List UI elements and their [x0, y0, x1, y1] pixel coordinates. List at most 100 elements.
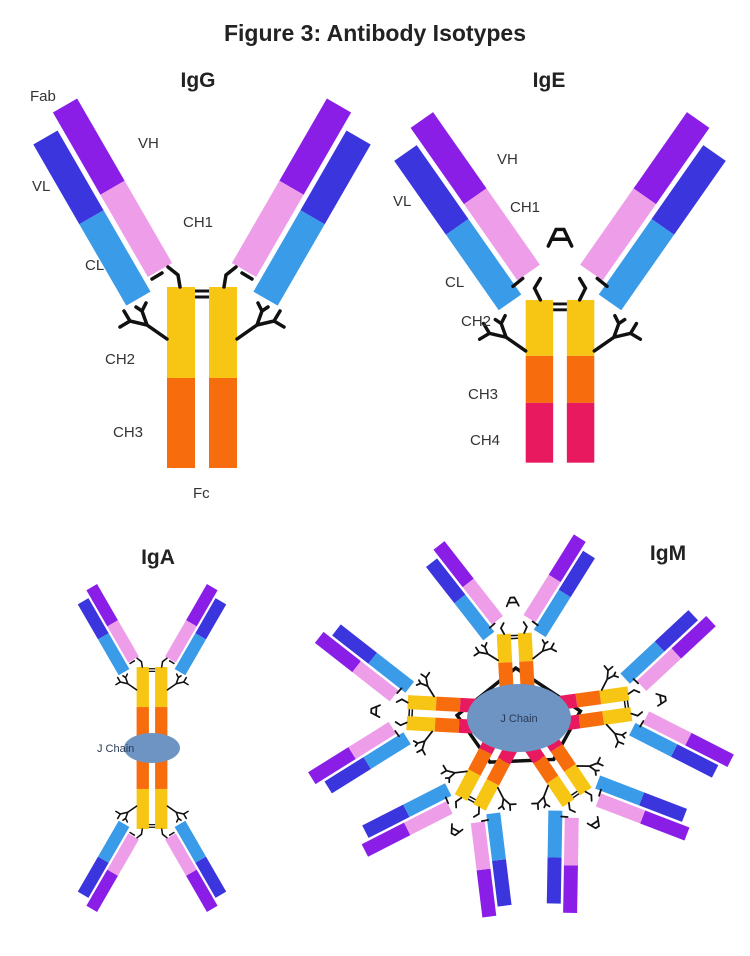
igm-2-glycan-left — [600, 665, 619, 691]
igm-3-left-vl-domain — [639, 792, 688, 822]
iga-top-left-cl-domain — [98, 633, 130, 676]
iga-top-glycan-right — [166, 673, 189, 691]
igg-right-vh-domain — [279, 98, 352, 195]
ige-hinge-bonds — [511, 227, 609, 302]
igg-ch2-domain-left — [167, 287, 195, 378]
igm-5-right-vl-domain — [332, 624, 378, 664]
igm-1-glycan-right — [532, 639, 558, 660]
igm-5-right-cl-domain — [368, 652, 415, 693]
igm-1-ch2-domain-right — [517, 632, 534, 662]
igm-5-ch2-domain-left — [406, 716, 436, 732]
iga-bottom-right-vl-domain — [195, 856, 227, 898]
ige-label-ch4: CH4 — [470, 432, 500, 449]
igg-label-fc: Fc — [193, 485, 210, 502]
igm-4-ch2-domain-left — [473, 778, 500, 811]
igm-2-ch3-domain-right — [578, 711, 605, 729]
iga-top-left-vl-domain — [77, 598, 109, 640]
iga-top-hinge-bonds — [129, 657, 175, 668]
iga-top-monomer — [77, 584, 227, 747]
igm-3-right-ch1-domain — [563, 817, 579, 866]
iga-bottom-right-vh-domain — [186, 869, 218, 912]
iga-bottom-ch2-domain-right — [155, 788, 168, 829]
ige-label-vl: VL — [393, 193, 411, 210]
igg-label-vh: VH — [138, 135, 159, 152]
igm-2-left-fab-arm — [620, 610, 716, 692]
igm-4-right-vh-domain — [361, 822, 411, 857]
iga-bottom-left-ch1-domain — [107, 833, 139, 876]
igg-ch3-domain-left — [167, 378, 195, 468]
igg-right-fab-arm — [231, 98, 371, 306]
igg-left-vl-domain — [33, 130, 104, 225]
ige-label-ch3: CH3 — [468, 386, 498, 403]
igg-hinge-bonds — [150, 265, 254, 289]
igm-2-disulfide-bond — [623, 700, 630, 708]
iga-top-left-fab-arm — [77, 584, 139, 676]
igm-1-left-fab-arm — [426, 541, 504, 641]
iga-bottom-right-ch1-domain — [165, 833, 197, 876]
igm-3-right-vl-domain — [546, 857, 562, 904]
igm-1-ch2-domain-left — [496, 633, 513, 663]
igg-right-cl-domain — [253, 210, 325, 306]
igg-ch3-domain-right — [209, 378, 237, 468]
igm-1-disulfide-bond — [510, 634, 518, 640]
igg-label-fab: Fab — [30, 88, 56, 105]
igm-4-glycan-left — [496, 786, 517, 812]
igm-3-glycan-right — [531, 784, 551, 811]
igm-1-hinge-bonds — [488, 596, 539, 635]
ige-glycan-left — [477, 313, 528, 353]
igm-4-ch2-domain-right — [454, 769, 481, 801]
igm-4-left-fab-arm — [470, 812, 512, 918]
igm-5-glycan-left — [412, 730, 434, 756]
igm-5-left-cl-domain — [363, 732, 411, 769]
igm-1-glycan-left — [473, 642, 499, 662]
igm-4-left-vh-domain — [476, 868, 497, 918]
iga-top-disulfide-bond — [148, 668, 156, 673]
iga-j-chain — [124, 733, 180, 763]
igm-3-left-cl-domain — [595, 775, 645, 806]
igg-label-ch2: CH2 — [105, 351, 135, 368]
igm-4-ch3-domain-right — [468, 747, 492, 776]
igm-2-monomer — [545, 610, 734, 778]
ige-right-cl-domain — [598, 219, 675, 311]
igm-5-left-fab-arm — [308, 721, 411, 794]
igg-title: IgG — [181, 69, 216, 92]
iga-bottom-glycan-right — [166, 805, 189, 823]
ige-monomer — [394, 112, 726, 463]
igg-glycan-right — [235, 301, 286, 341]
iga-bottom-left-fab-arm — [77, 820, 139, 912]
igm-4-left-cl-domain — [486, 812, 506, 861]
ige-title: IgE — [533, 69, 566, 92]
iga-top-glycan-left — [115, 673, 138, 691]
diagram-shapes — [33, 98, 734, 918]
iga-top-right-vh-domain — [186, 584, 218, 627]
iga-bottom-left-cl-domain — [98, 820, 130, 863]
igm-j-chain-label: J Chain — [500, 713, 537, 725]
igm-4-ch3-domain-left — [486, 757, 511, 786]
igg-label-ch1: CH1 — [183, 214, 213, 231]
igm-j-chain — [467, 684, 571, 752]
igm-2-ch2-domain-left — [599, 686, 630, 705]
igm-4-glycan-right — [440, 764, 468, 784]
j-chains — [124, 684, 571, 763]
igm-3-right-vh-domain — [563, 865, 578, 913]
igm-5-right-vh-domain — [314, 631, 361, 673]
igm-4-hinge-bonds — [444, 796, 489, 837]
ige-left-fab-arm — [394, 112, 540, 311]
igg-right-vl-domain — [300, 130, 371, 225]
igg-left-ch1-domain — [100, 180, 173, 277]
igm-1-left-vh-domain — [433, 541, 474, 588]
igm-3-right-fab-arm — [546, 810, 579, 913]
iga-bottom-left-vh-domain — [86, 869, 118, 912]
ige-label-ch1: CH1 — [510, 199, 540, 216]
igm-3-ch2-domain-right — [546, 775, 575, 808]
igg-glycan-left — [118, 301, 169, 341]
iga-top-left-vh-domain — [86, 584, 118, 627]
iga-bottom-left-vl-domain — [77, 856, 109, 898]
igm-2-glycan-right — [605, 723, 627, 748]
igm-2-right-cl-domain — [629, 722, 678, 757]
igm-3-left-ch1-domain — [595, 793, 646, 824]
iga-top-right-fab-arm — [165, 584, 227, 676]
igm-4-right-vl-domain — [362, 804, 410, 838]
ige-left-vl-domain — [394, 145, 469, 235]
iga-top-right-cl-domain — [174, 633, 206, 676]
